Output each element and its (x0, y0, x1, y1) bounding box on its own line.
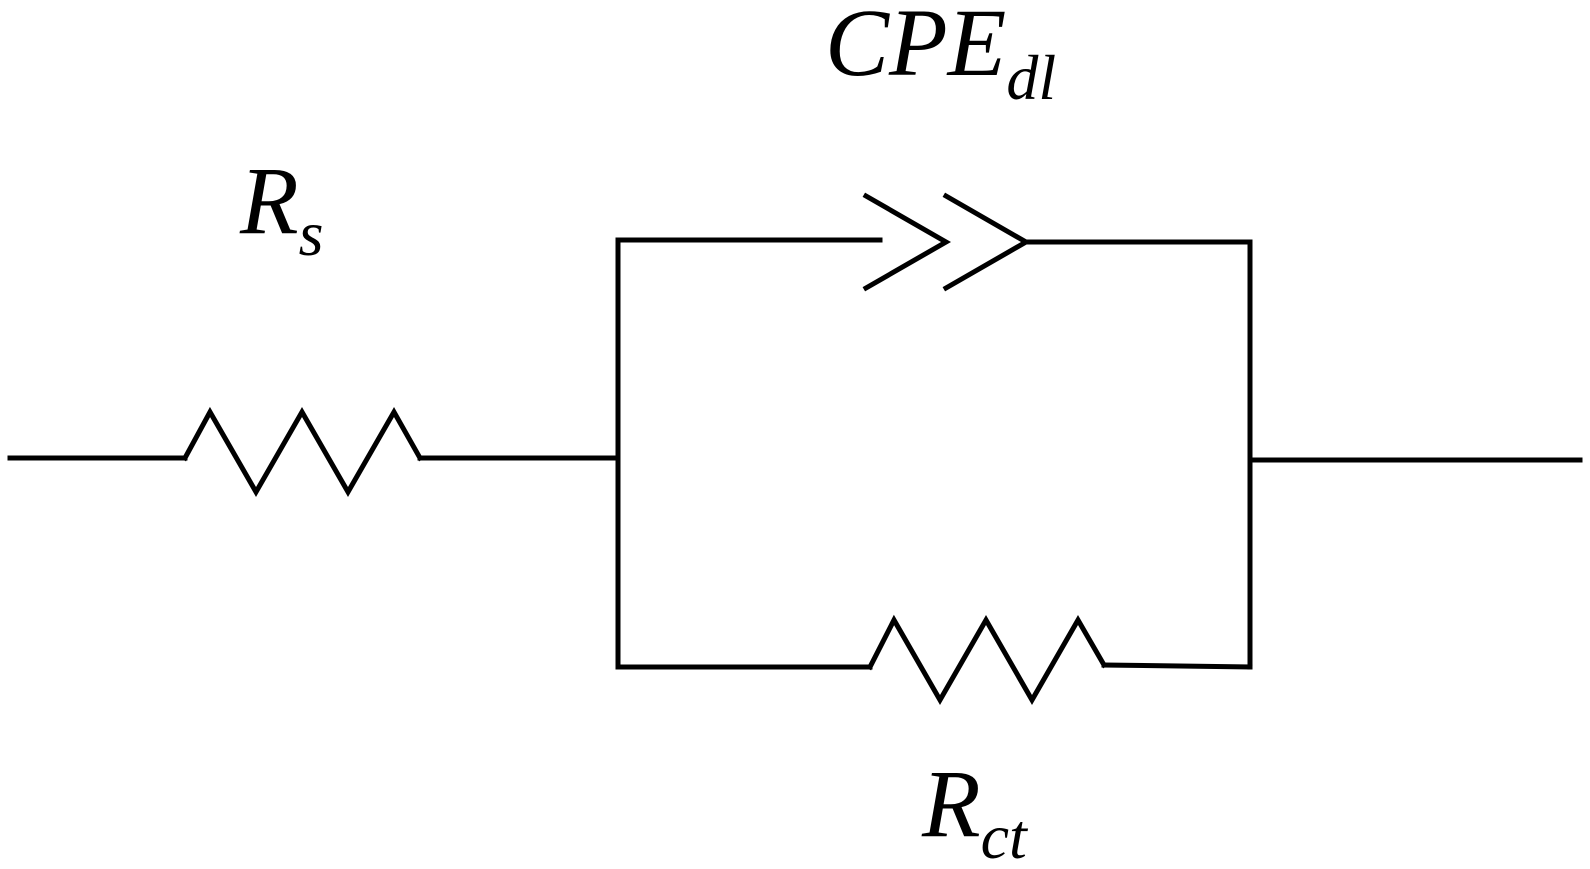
label-rs: Rs (239, 147, 324, 269)
rct-branch-right-wire (1101, 662, 1253, 670)
label-cpe-main: CPE (825, 0, 1006, 96)
label-rct-main: R (921, 750, 981, 857)
label-rs-main: R (239, 147, 299, 254)
resistor-rct (866, 614, 1108, 706)
resistor-rs (181, 406, 424, 498)
label-rct-subscript: ct (981, 801, 1029, 869)
label-rct: Rct (921, 750, 1029, 869)
cpe-element-second-chevron (942, 192, 1032, 292)
label-cpe-dl: CPEdl (825, 0, 1056, 113)
label-cpe-subscript: dl (1006, 42, 1056, 113)
cpe-element-first-chevron (862, 192, 952, 292)
label-rs-subscript: s (299, 198, 324, 269)
